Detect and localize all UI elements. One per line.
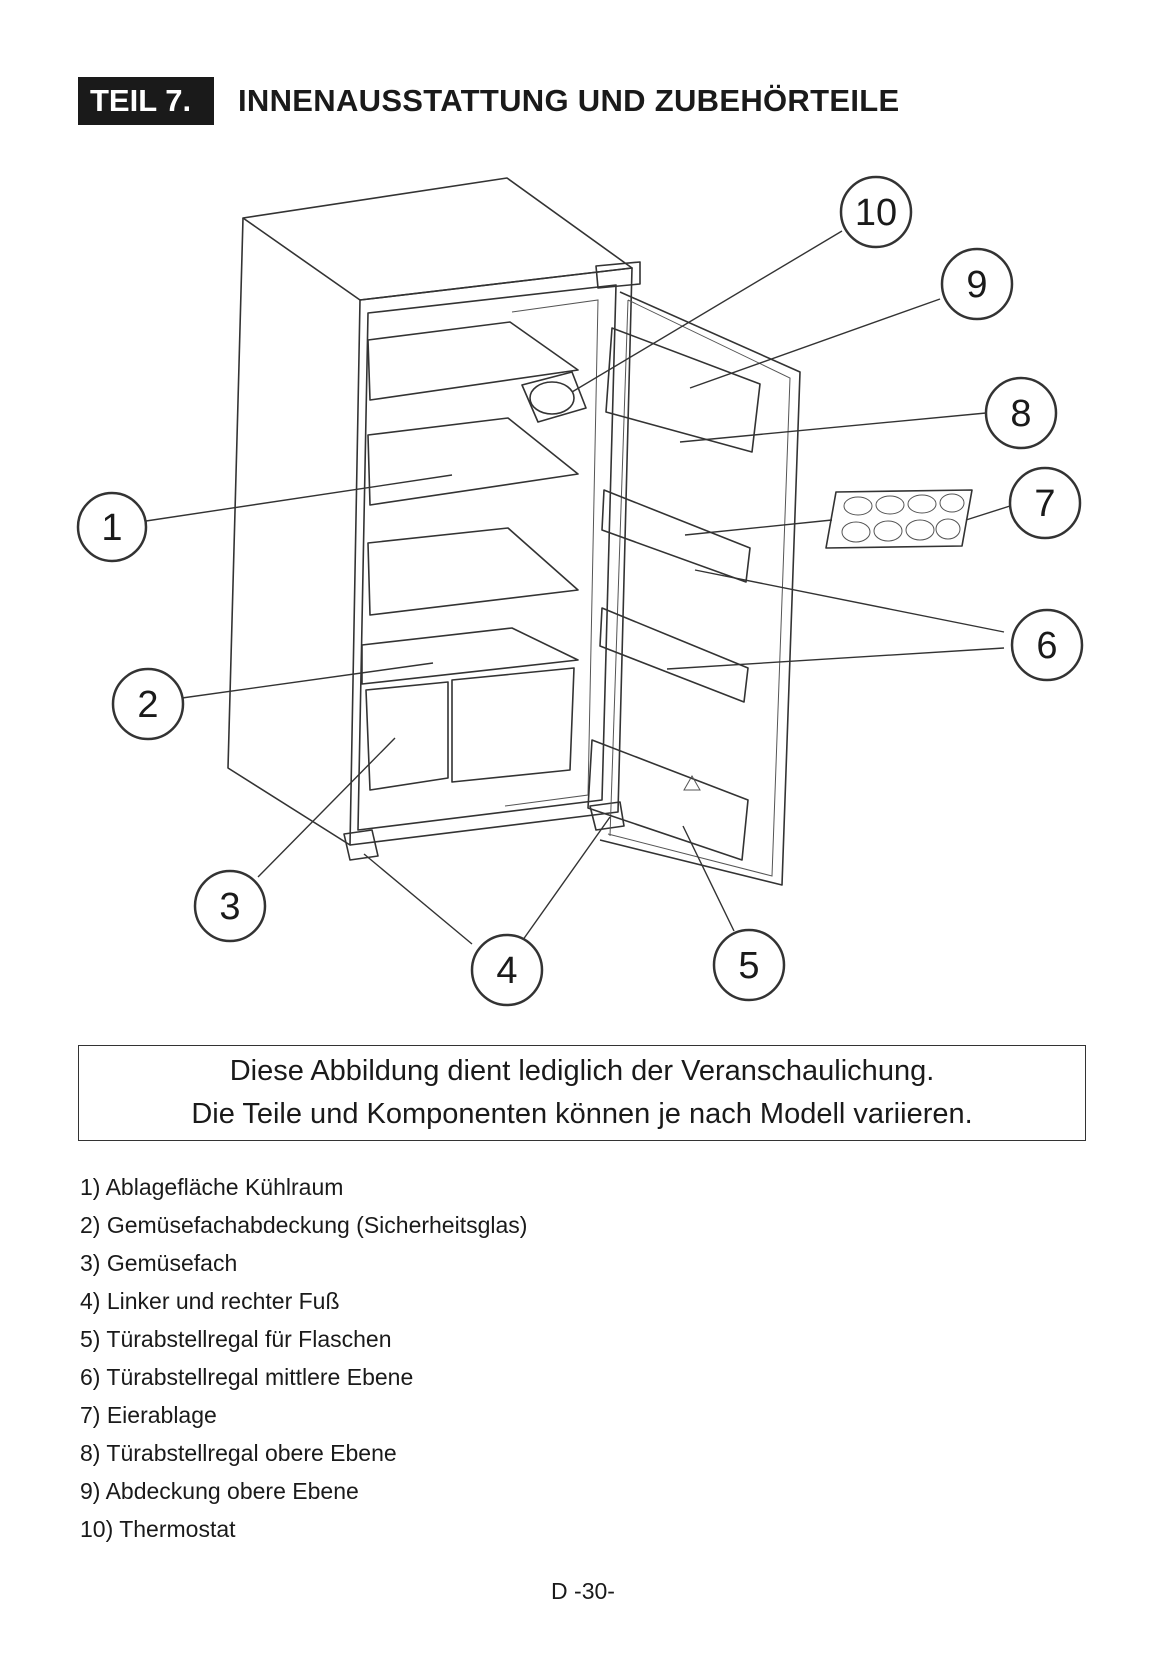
- section-title: INNENAUSSTATTUNG UND ZUBEHÖRTEILE: [238, 83, 900, 118]
- fridge-illustration: [227, 177, 973, 886]
- callout-6: 6: [1010, 608, 1084, 682]
- leader-2: [181, 662, 434, 699]
- parts-list: 1) Ablagefläche Kühlraum 2) Gemüsefachab…: [80, 1168, 527, 1548]
- shelf-top: [367, 321, 579, 401]
- callout-8-label: 8: [1010, 393, 1031, 435]
- callout-3: 3: [193, 869, 267, 943]
- callout-5-label: 5: [738, 945, 759, 987]
- list-item: 6) Türabstellregal mittlere Ebene: [80, 1364, 414, 1390]
- thermostat-knob: [529, 381, 575, 415]
- callout-2-label: 2: [137, 684, 158, 726]
- foot-left: [343, 829, 379, 861]
- leader-lines: [145, 230, 1011, 945]
- thermostat-housing: [521, 371, 587, 423]
- callout-7-label: 7: [1034, 483, 1055, 525]
- note-line-2: Die Teile und Komponenten können je nach…: [191, 1098, 973, 1130]
- callout-6-label: 6: [1036, 625, 1057, 667]
- list-item: 9) Abdeckung obere Ebene: [80, 1478, 359, 1504]
- leader-8: [679, 412, 987, 443]
- leader-4b: [519, 816, 611, 945]
- recycle-symbol-icon: [683, 774, 701, 791]
- callout-8: 8: [984, 376, 1058, 450]
- leader-5: [682, 825, 735, 932]
- door-gasket: [607, 299, 791, 877]
- list-item: 1) Ablagefläche Kühlraum: [80, 1174, 344, 1200]
- callout-9: 9: [940, 247, 1014, 321]
- foot-right: [589, 801, 625, 831]
- cabinet-opening: [357, 284, 617, 831]
- cabinet-side: [227, 217, 361, 846]
- shelf-lower: [367, 527, 579, 616]
- callout-4-label: 4: [496, 950, 517, 992]
- list-item: 4) Linker und rechter Fuß: [80, 1288, 340, 1314]
- illustration-note: Diese Abbildung dient lediglich der Vera…: [78, 1045, 1086, 1141]
- door-hinge-edge: [609, 299, 629, 837]
- fridge-diagram: 1 2 3 4 5 6 7 8 9 10: [76, 175, 1084, 1007]
- list-item: 10) Thermostat: [80, 1516, 236, 1542]
- callout-5: 5: [712, 928, 786, 1002]
- inner-back-wall: [504, 299, 599, 807]
- leader-3: [257, 737, 396, 878]
- callout-3-label: 3: [219, 886, 240, 928]
- crisper-drawer-left: [365, 681, 449, 791]
- list-item: 5) Türabstellregal für Flaschen: [80, 1326, 392, 1352]
- leader-7a: [684, 519, 833, 536]
- section-badge: TEIL 7.: [78, 77, 214, 125]
- callout-10-label: 10: [855, 192, 897, 234]
- list-item: 7) Eierablage: [80, 1402, 217, 1428]
- egg-tray: [825, 489, 973, 549]
- section-header: TEIL 7. INNENAUSSTATTUNG UND ZUBEHÖRTEIL…: [78, 76, 899, 126]
- note-line-1: Diese Abbildung dient lediglich der Vera…: [229, 1055, 935, 1087]
- top-hinge: [595, 261, 641, 289]
- leader-7b: [965, 505, 1011, 521]
- crisper-drawer-right: [451, 667, 575, 783]
- door-shelf-upper: [605, 327, 761, 453]
- door-outer: [599, 291, 801, 886]
- callout-2: 2: [111, 667, 185, 741]
- callout-10: 10: [839, 175, 913, 249]
- page-number: D -30-: [551, 1578, 615, 1604]
- leader-10: [571, 230, 843, 393]
- egg-tray-cups: [841, 493, 965, 543]
- cabinet-top: [242, 177, 633, 301]
- leader-6b: [666, 647, 1005, 670]
- door-shelf-middle-2: [599, 607, 749, 703]
- list-item: 8) Türabstellregal obere Ebene: [80, 1440, 397, 1466]
- shelf-middle: [367, 417, 579, 506]
- list-item: 2) Gemüsefachabdeckung (Sicherheitsglas): [80, 1212, 528, 1238]
- list-item: 3) Gemüsefach: [80, 1250, 238, 1276]
- leader-6a: [694, 569, 1005, 633]
- callout-1-label: 1: [101, 507, 122, 549]
- door-bottle-shelf: [587, 739, 749, 861]
- callout-1: 1: [76, 491, 148, 563]
- door-shelf-middle-1: [601, 489, 751, 583]
- callout-9-label: 9: [966, 264, 987, 306]
- cabinet-front-frame: [349, 267, 633, 846]
- leader-9: [689, 298, 941, 389]
- callout-4: 4: [470, 933, 544, 1007]
- callout-7: 7: [1008, 466, 1082, 540]
- leader-1: [145, 474, 453, 522]
- leader-4a: [363, 853, 473, 945]
- crisper-cover: [361, 627, 579, 685]
